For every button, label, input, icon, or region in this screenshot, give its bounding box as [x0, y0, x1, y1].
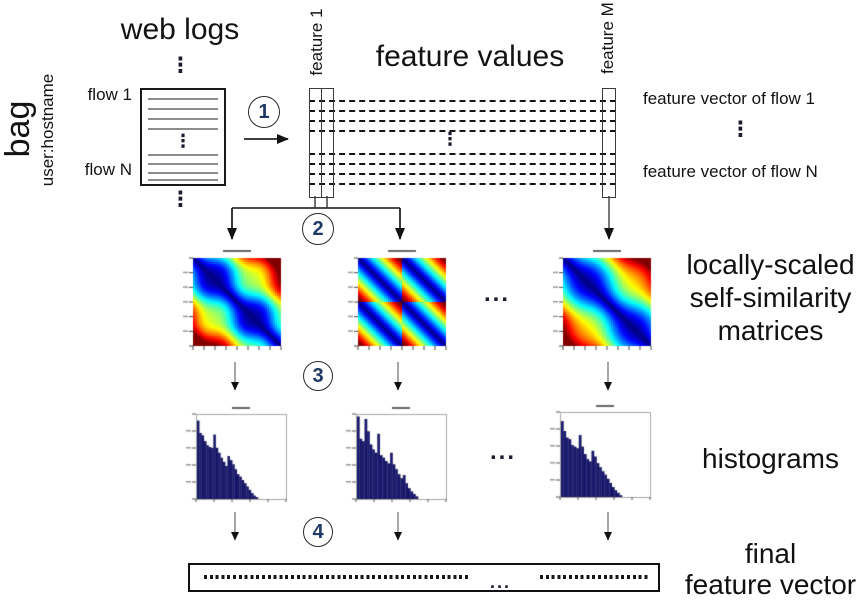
log-row-line	[148, 172, 218, 174]
feature-values-title: feature values	[375, 40, 565, 73]
self-similarity-matrix-m	[545, 246, 657, 352]
feature-row-dashes	[309, 100, 616, 102]
step-1-number: 1	[258, 100, 270, 123]
web-log-table: ⋮	[140, 88, 226, 186]
feature-row-dashes	[309, 153, 616, 155]
flow-last-label: flow N	[84, 160, 132, 179]
log-row-line	[148, 163, 218, 165]
matrices-stage-label-line1: locally-scaled	[686, 249, 855, 280]
feature-row-dashes	[309, 130, 616, 132]
log-row-line	[148, 128, 218, 130]
histograms-stage-label: histograms	[702, 443, 839, 474]
log-row-line	[148, 108, 218, 110]
web-logs-title: web logs	[120, 13, 240, 46]
feature-row-dashes	[309, 120, 616, 122]
flow-first-label: flow 1	[87, 85, 132, 104]
feature-m-column-label: feature M	[598, 2, 617, 74]
final-stage-label: final feature vector	[663, 538, 865, 600]
log-row-line	[148, 98, 218, 100]
vector-values-dots-right	[540, 575, 650, 579]
histogram-m	[542, 402, 664, 504]
bag-sublabel: user:hostname	[38, 73, 57, 187]
matrices-stage-label-line2: self-similarity	[689, 282, 852, 313]
log-row-line	[148, 179, 218, 181]
log-row-line	[148, 154, 218, 156]
self-similarity-matrix-2	[340, 246, 452, 352]
feature-vector-flow1-label: feature vector of flow 1	[643, 89, 815, 108]
feature-vector-flowN-label: feature vector of flow N	[643, 162, 818, 181]
final-stage-label-line1: final	[744, 538, 797, 569]
step-4-number: 4	[312, 520, 324, 543]
histogram-1	[178, 404, 300, 506]
vertical-ellipsis-icon: ⋮	[170, 54, 191, 77]
final-feature-vector-box: ...	[188, 563, 660, 592]
step-4-badge: 4	[303, 517, 333, 547]
matrices-stage-label-line3: matrices	[717, 315, 824, 346]
step-2-badge: 2	[302, 213, 334, 245]
horizontal-ellipsis-icon: ...	[490, 572, 512, 592]
log-row-line	[148, 118, 218, 120]
step-3-number: 3	[312, 364, 324, 387]
feature-column-2	[321, 88, 334, 198]
step-1-badge: 1	[248, 96, 280, 128]
feature-row-dashes	[309, 110, 616, 112]
feature-1-column-label: feature 1	[307, 8, 326, 76]
feature-row-dashes	[309, 163, 616, 165]
histogram-2	[338, 404, 460, 506]
final-stage-label-line2: feature vector	[684, 569, 857, 600]
feature-row-dashes	[309, 183, 616, 185]
feature-column-m	[602, 88, 616, 198]
step-2-number: 2	[312, 217, 324, 240]
horizontal-ellipsis-icon: ...	[484, 280, 511, 307]
vertical-ellipsis-icon: ⋮	[730, 118, 751, 141]
vertical-ellipsis-icon: ⋮	[174, 131, 192, 151]
horizontal-ellipsis-icon: ...	[490, 438, 517, 465]
vertical-ellipsis-icon: ⋮	[170, 188, 191, 211]
vector-values-dots-left	[204, 575, 468, 579]
matrices-stage-label: locally-scaled self-similarity matrices	[663, 248, 865, 347]
feature-row-dashes	[309, 173, 616, 175]
self-similarity-matrix-1	[175, 246, 287, 352]
bag-label: bag	[0, 100, 37, 158]
vertical-ellipsis-icon: ⋮	[441, 129, 459, 149]
step-3-badge: 3	[303, 361, 333, 391]
